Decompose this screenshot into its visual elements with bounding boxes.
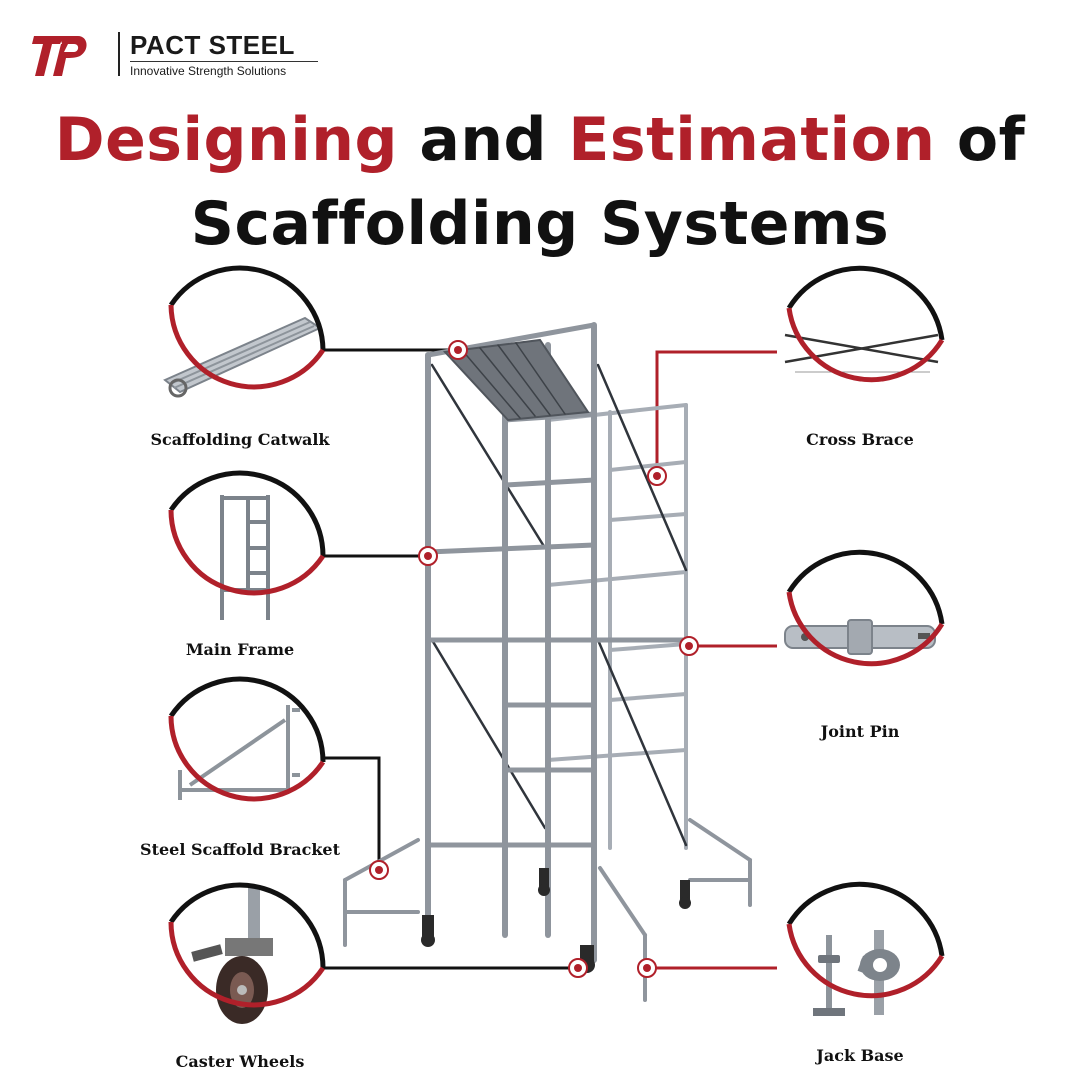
label-scaffolding-catwalk: Scaffolding Catwalk — [150, 430, 330, 449]
title-word-and: and — [397, 105, 569, 175]
callout-markers — [369, 340, 699, 978]
label-joint-pin: Joint Pin — [820, 722, 900, 741]
catwalk-icon — [157, 265, 326, 435]
marker-catwalk — [448, 340, 468, 360]
title-word-estimation: Estimation — [568, 105, 936, 175]
logo-divider — [118, 32, 120, 76]
joint-pin-icon — [777, 549, 945, 719]
scaffold-tower-illustration — [343, 322, 752, 1002]
brand-logo: PACT STEEL Innovative Strength Solutions — [30, 28, 318, 84]
page-title: Designing and Estimation of Scaffolding … — [0, 98, 1080, 266]
connector-lines — [323, 348, 777, 970]
pact-steel-logo-icon — [32, 36, 87, 76]
title-word-designing: Designing — [54, 105, 398, 175]
marker-cross-brace — [647, 466, 667, 486]
title-line-2: Scaffolding Systems — [190, 189, 890, 259]
cross-brace-icon — [777, 265, 945, 435]
title-word-of: of — [935, 105, 1026, 175]
marker-joint-pin — [679, 636, 699, 656]
label-jack-base: Jack Base — [816, 1046, 904, 1065]
label-caster-wheels: Caster Wheels — [175, 1052, 305, 1071]
brand-name: PACT STEEL — [130, 30, 295, 60]
label-steel-scaffold-bracket: Steel Scaffold Bracket — [140, 840, 340, 859]
main-frame-icon — [157, 470, 326, 640]
label-cross-brace: Cross Brace — [806, 430, 914, 449]
marker-jack-base — [637, 958, 657, 978]
caster-wheel-icon — [157, 882, 326, 1051]
bracket-icon — [157, 676, 326, 846]
logo-rule — [130, 61, 318, 62]
marker-main-frame — [418, 546, 438, 566]
marker-bracket — [369, 860, 389, 880]
marker-caster — [568, 958, 588, 978]
brand-tagline: Innovative Strength Solutions — [130, 64, 287, 78]
jack-base-icon — [777, 881, 945, 1051]
label-main-frame: Main Frame — [185, 640, 295, 659]
